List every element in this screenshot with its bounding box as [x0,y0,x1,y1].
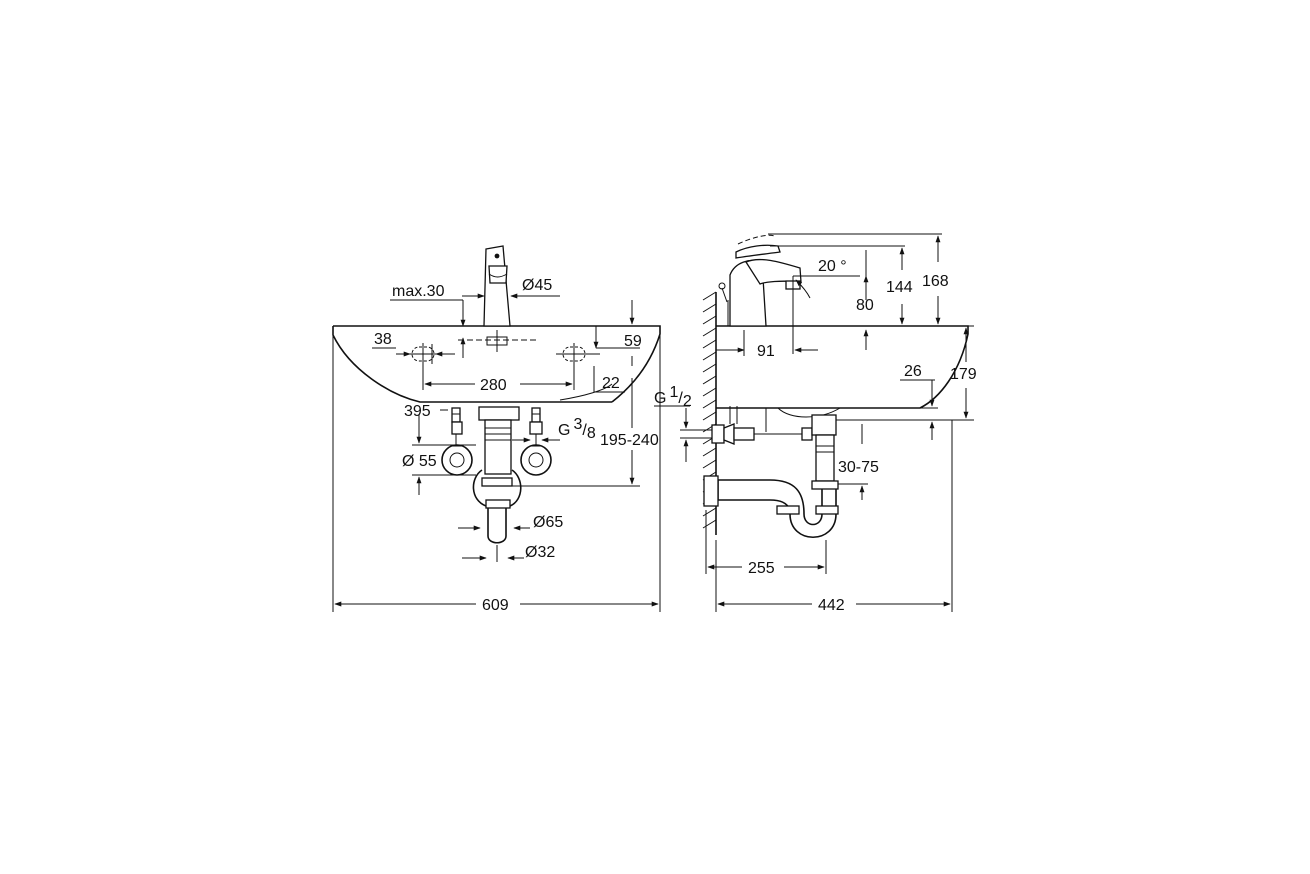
label-hole-offset: 38 [374,331,392,348]
front-hole-right [556,343,600,365]
label-spout-reach: 91 [757,343,775,360]
label-overall-width: 609 [482,597,509,614]
side-tap-body [718,234,802,327]
front-waste-trap [472,406,522,562]
label-waste-diameter: Ø32 [525,544,555,561]
label-max-height: 168 [922,273,949,290]
label-rosette-diameter: Ø 55 [402,453,437,470]
label-basin-height: 395 [404,403,431,420]
label-mounting-height: 195-240 [600,432,659,449]
label-basin-depth: 179 [950,366,977,383]
label-spout-diameter: Ø45 [522,277,552,294]
label-hole-spacing: 280 [480,377,507,394]
label-overflow: 26 [904,363,922,380]
front-dimension-lines [332,293,661,612]
front-view: max.30 Ø45 38 59 280 22 395 G3/8 195-240… [332,245,661,614]
front-centre-mark [458,330,536,352]
label-overall-depth: 442 [818,597,845,614]
label-hole-to-center: 22 [602,375,620,392]
label-spout-height: 80 [856,297,874,314]
front-supply-hoses [451,407,543,446]
front-tap-body [483,245,511,327]
side-supply-valve [711,406,813,445]
label-trap-diameter: Ø65 [533,514,563,531]
side-dimension-lines [654,233,974,612]
label-max-protrusion: max.30 [392,283,445,300]
side-waste-trap [703,414,839,538]
front-rosette-right [520,444,552,476]
label-trap-projection: 255 [748,560,775,577]
front-hole-left [406,343,440,365]
label-top-to-hole: 59 [624,333,642,350]
front-rosette-left [441,444,473,476]
label-lever-angle: 20 ° [818,258,847,275]
label-tap-height: 144 [886,279,913,296]
side-view: 20 ° 80 144 168 91 179 26 G1/2 30-75 255… [654,233,977,614]
label-trap-adjust: 30-75 [838,459,879,476]
